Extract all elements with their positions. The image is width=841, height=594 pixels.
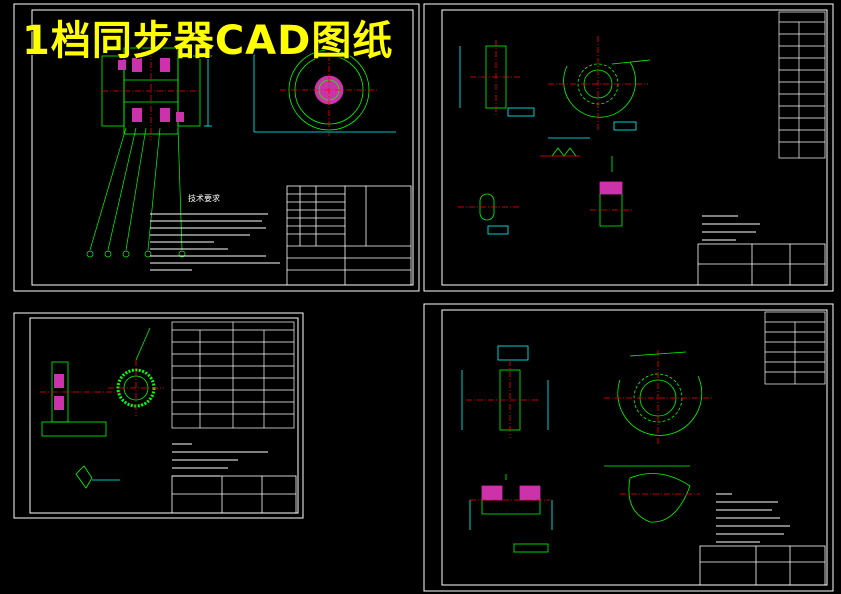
hub-detail-view — [604, 465, 700, 523]
sheet-gear-ring-part — [423, 3, 834, 292]
hub-title-block — [699, 545, 826, 586]
technical-requirements-lines — [150, 213, 280, 271]
gear-key-view — [458, 193, 520, 235]
hub-side-section — [461, 345, 549, 438]
sleeve-parameter-table — [171, 321, 295, 429]
gear-ring-notes — [702, 215, 760, 241]
gear-ring-side-section — [459, 40, 535, 117]
hub-parameter-table — [764, 311, 826, 385]
sleeve-side-section — [40, 361, 120, 437]
sleeve-tooth-detail — [75, 465, 120, 489]
part-leader-lines — [86, 127, 186, 258]
technical-requirements-heading: 技术要求 — [188, 193, 220, 203]
assembly-title-block — [286, 185, 412, 286]
sleeve-title-block — [171, 475, 297, 514]
hub-profile-section — [469, 474, 553, 553]
assembly-end-view — [253, 44, 396, 136]
gear-ring-front-view — [548, 36, 651, 132]
gear-tooth-detail — [540, 137, 632, 227]
hub-notes — [716, 493, 790, 543]
sleeve-gear-front-view — [108, 327, 164, 416]
assembly-section-view — [101, 40, 212, 140]
hub-front-view — [604, 350, 712, 446]
sheet-sleeve-part — [13, 312, 304, 519]
sheet-hub-part — [423, 303, 834, 592]
gear-ring-title-block — [697, 243, 826, 286]
sheet-assembly-drawing: 技术要求 — [13, 3, 420, 292]
gear-parameter-table — [778, 11, 826, 159]
